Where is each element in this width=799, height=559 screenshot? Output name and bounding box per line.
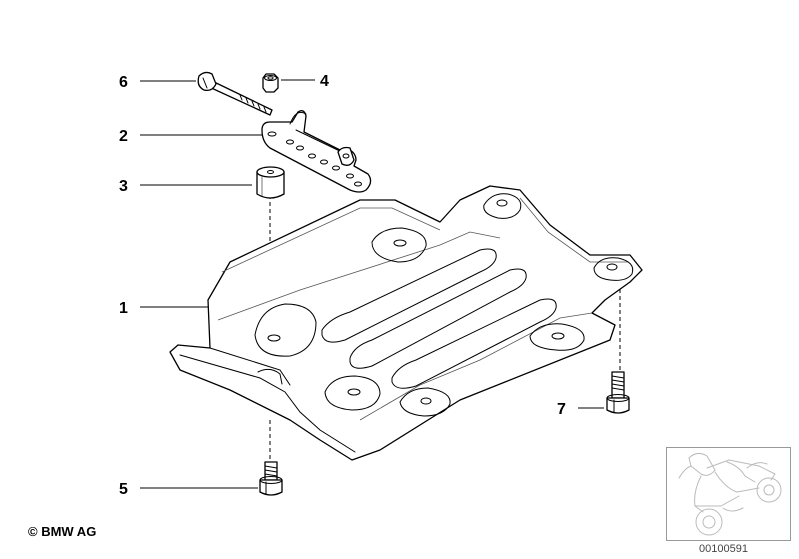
skid-plate-lip — [209, 347, 291, 386]
callout-3: 3 — [119, 178, 128, 195]
skid-plate-mount-boss-center — [254, 303, 317, 357]
skid-plate-mount-boss-bottom-right — [399, 387, 451, 417]
skid-plate-rib-2 — [349, 268, 527, 369]
motorcycle-icon — [678, 452, 782, 536]
skid-plate-mount-boss-lower-right — [529, 323, 585, 351]
skid-plate-mount-boss-top — [371, 227, 427, 263]
skid-plate-flange-tab — [257, 368, 283, 385]
callout-1: 1 — [119, 300, 128, 317]
document-number: 00100591 — [699, 543, 748, 555]
bolt-part-5 — [259, 461, 283, 496]
mounting-bracket-part-2 — [261, 110, 372, 193]
callout-4: 4 — [320, 73, 329, 90]
skid-plate-top-edge — [221, 207, 441, 273]
callout-7: 7 — [557, 401, 566, 418]
long-bolt-part-6 — [197, 71, 273, 116]
skid-plate-inner-edge — [217, 231, 501, 321]
motorcycle-thumbnail — [666, 447, 791, 541]
skid-plate-mount-boss-top-right — [483, 193, 522, 219]
callout-2: 2 — [119, 128, 128, 145]
skid-plate-right-wall — [519, 197, 628, 263]
copyright-notice: © BMW AG — [28, 524, 97, 539]
bolt-part-7 — [606, 371, 630, 414]
skid-plate-front-flange — [179, 354, 356, 453]
callout-6: 6 — [119, 74, 128, 91]
rubber-buffer-part-3 — [256, 166, 285, 199]
skid-plate-mount-boss-bottom — [324, 375, 381, 411]
callout-5: 5 — [119, 481, 128, 498]
skid-plate-rib-3 — [391, 298, 557, 389]
skid-plate-right-lip — [359, 312, 593, 421]
skid-plate-mount-boss-right — [593, 257, 634, 281]
nut-part-4 — [262, 73, 279, 93]
skid-plate-rib-1 — [321, 248, 497, 343]
skid-plate-part-1 — [169, 185, 643, 461]
